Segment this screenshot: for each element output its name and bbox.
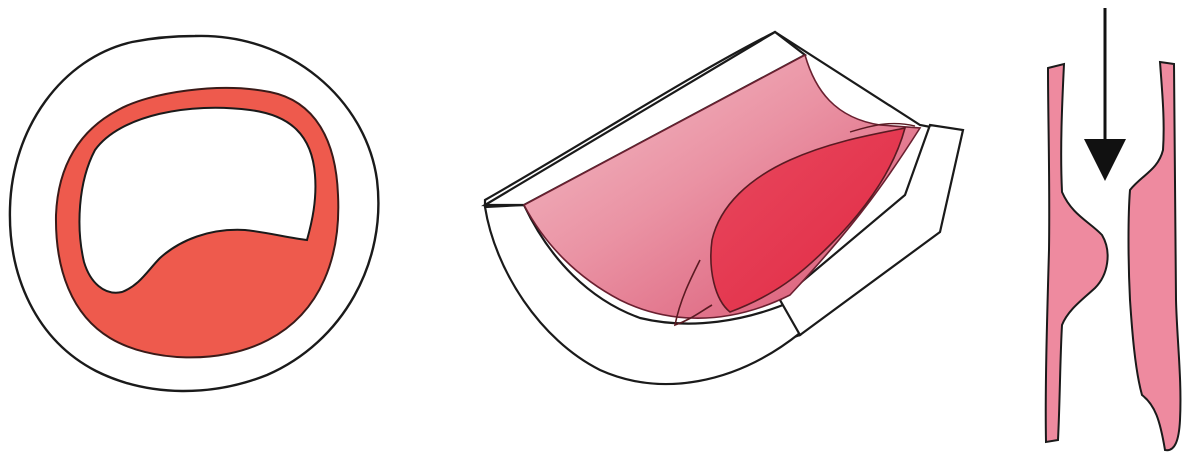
vessel-cross-section bbox=[10, 36, 379, 391]
vessel-cutaway-3d bbox=[485, 32, 963, 384]
right-wall-strip bbox=[1129, 62, 1181, 450]
left-wall-strip bbox=[1046, 64, 1108, 442]
vessel-longitudinal-section bbox=[1046, 8, 1181, 450]
